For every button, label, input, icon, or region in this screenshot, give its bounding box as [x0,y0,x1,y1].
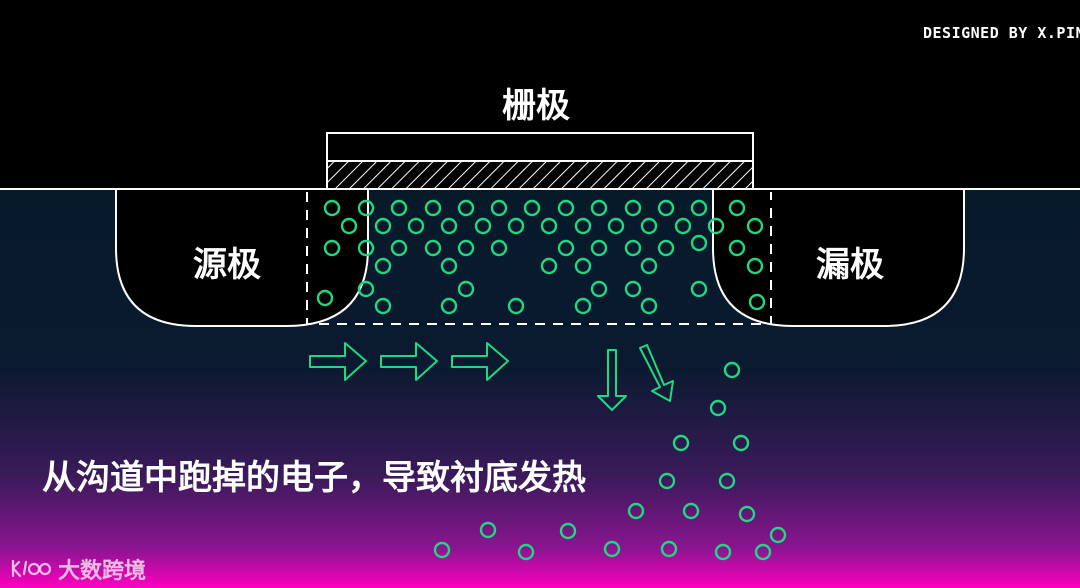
electron-dot [709,399,727,417]
gate-label: 栅极 [502,86,570,126]
electron-dot [340,217,358,235]
electron-dot [718,472,736,490]
electron-dot [323,239,341,257]
electron-dot [672,434,690,452]
right-arrow-icon [380,342,438,381]
channel-boundary [306,192,772,325]
electron-dot [640,257,658,275]
electron-dot [557,239,575,257]
watermark-text: 大数跨境 [58,559,147,584]
electron-dot [374,217,392,235]
electron-dot [374,297,392,315]
electron-dot [474,217,492,235]
electron-dot [424,199,442,217]
electron-dot [390,199,408,217]
right-arrow-icon [309,342,367,381]
electron-dot [682,502,700,520]
electron-dot [690,280,708,298]
electron-dot [323,199,341,217]
caption: 从沟道中跑掉的电子，导致衬底发热 [42,458,586,498]
electron-dot [746,217,764,235]
down-arrow-icon [597,349,627,411]
electron-dot [357,280,375,298]
electron-dot [690,234,708,252]
diagonal-arrow-icon [639,344,674,402]
electron-dot [374,257,392,275]
electron-dot [603,540,621,558]
electron-dot [490,199,508,217]
electron-dot [624,199,642,217]
electron-dot [574,217,592,235]
electron-dot [590,239,608,257]
electron-dot [557,199,575,217]
electron-dot [424,239,442,257]
electron-dot [507,297,525,315]
electron-dot [723,361,741,379]
electron-dot [624,239,642,257]
electron-dot [657,199,675,217]
electron-dot [738,505,756,523]
electron-dot [640,297,658,315]
electron-dot [754,543,772,561]
electron-dot [517,543,535,561]
electron-dot [316,289,334,307]
electron-dot [440,257,458,275]
gate-oxide [326,160,754,190]
electron-dot [590,280,608,298]
electron-dot [559,522,577,540]
electron-dot [728,199,746,217]
designer-credit: DESIGNED BY X.PIN [923,24,1080,42]
electron-dot [658,472,676,490]
electron-dot [540,217,558,235]
electrons [316,199,787,561]
electron-dot [732,434,750,452]
gate-electrode [326,132,754,162]
electron-dot [540,257,558,275]
electron-dot [607,217,625,235]
electron-dot [433,541,451,559]
electron-dot [390,239,408,257]
electron-dot [674,217,692,235]
electron-dot [590,199,608,217]
electron-dot [357,199,375,217]
electron-dot [707,217,725,235]
electron-dot [769,526,787,544]
drain-label: 漏极 [816,245,884,285]
electron-dot [748,293,766,311]
electron-dot [728,239,746,257]
right-arrow-icon [451,342,509,381]
electron-dot [357,239,375,257]
electron-dot [627,502,645,520]
electron-dot [507,217,525,235]
electron-dot [624,280,642,298]
source-label: 源极 [193,245,261,285]
electron-dot [523,199,541,217]
electron-dot [440,297,458,315]
electron-dot [407,217,425,235]
electron-dot [714,543,732,561]
watermark-logo-icon [11,559,52,578]
watermark: 大数跨境 [8,553,146,585]
electron-dot [657,239,675,257]
electron-dot [490,239,508,257]
drain-region [712,190,965,327]
electron-dot [457,280,475,298]
electron-dot [479,521,497,539]
electron-dot [574,257,592,275]
electron-dot [574,297,592,315]
electron-dot [640,217,658,235]
electron-dot [660,540,678,558]
electron-dot [457,239,475,257]
electron-dot [690,199,708,217]
electron-dot [746,257,764,275]
electron-dot [457,199,475,217]
electron-dot [440,217,458,235]
